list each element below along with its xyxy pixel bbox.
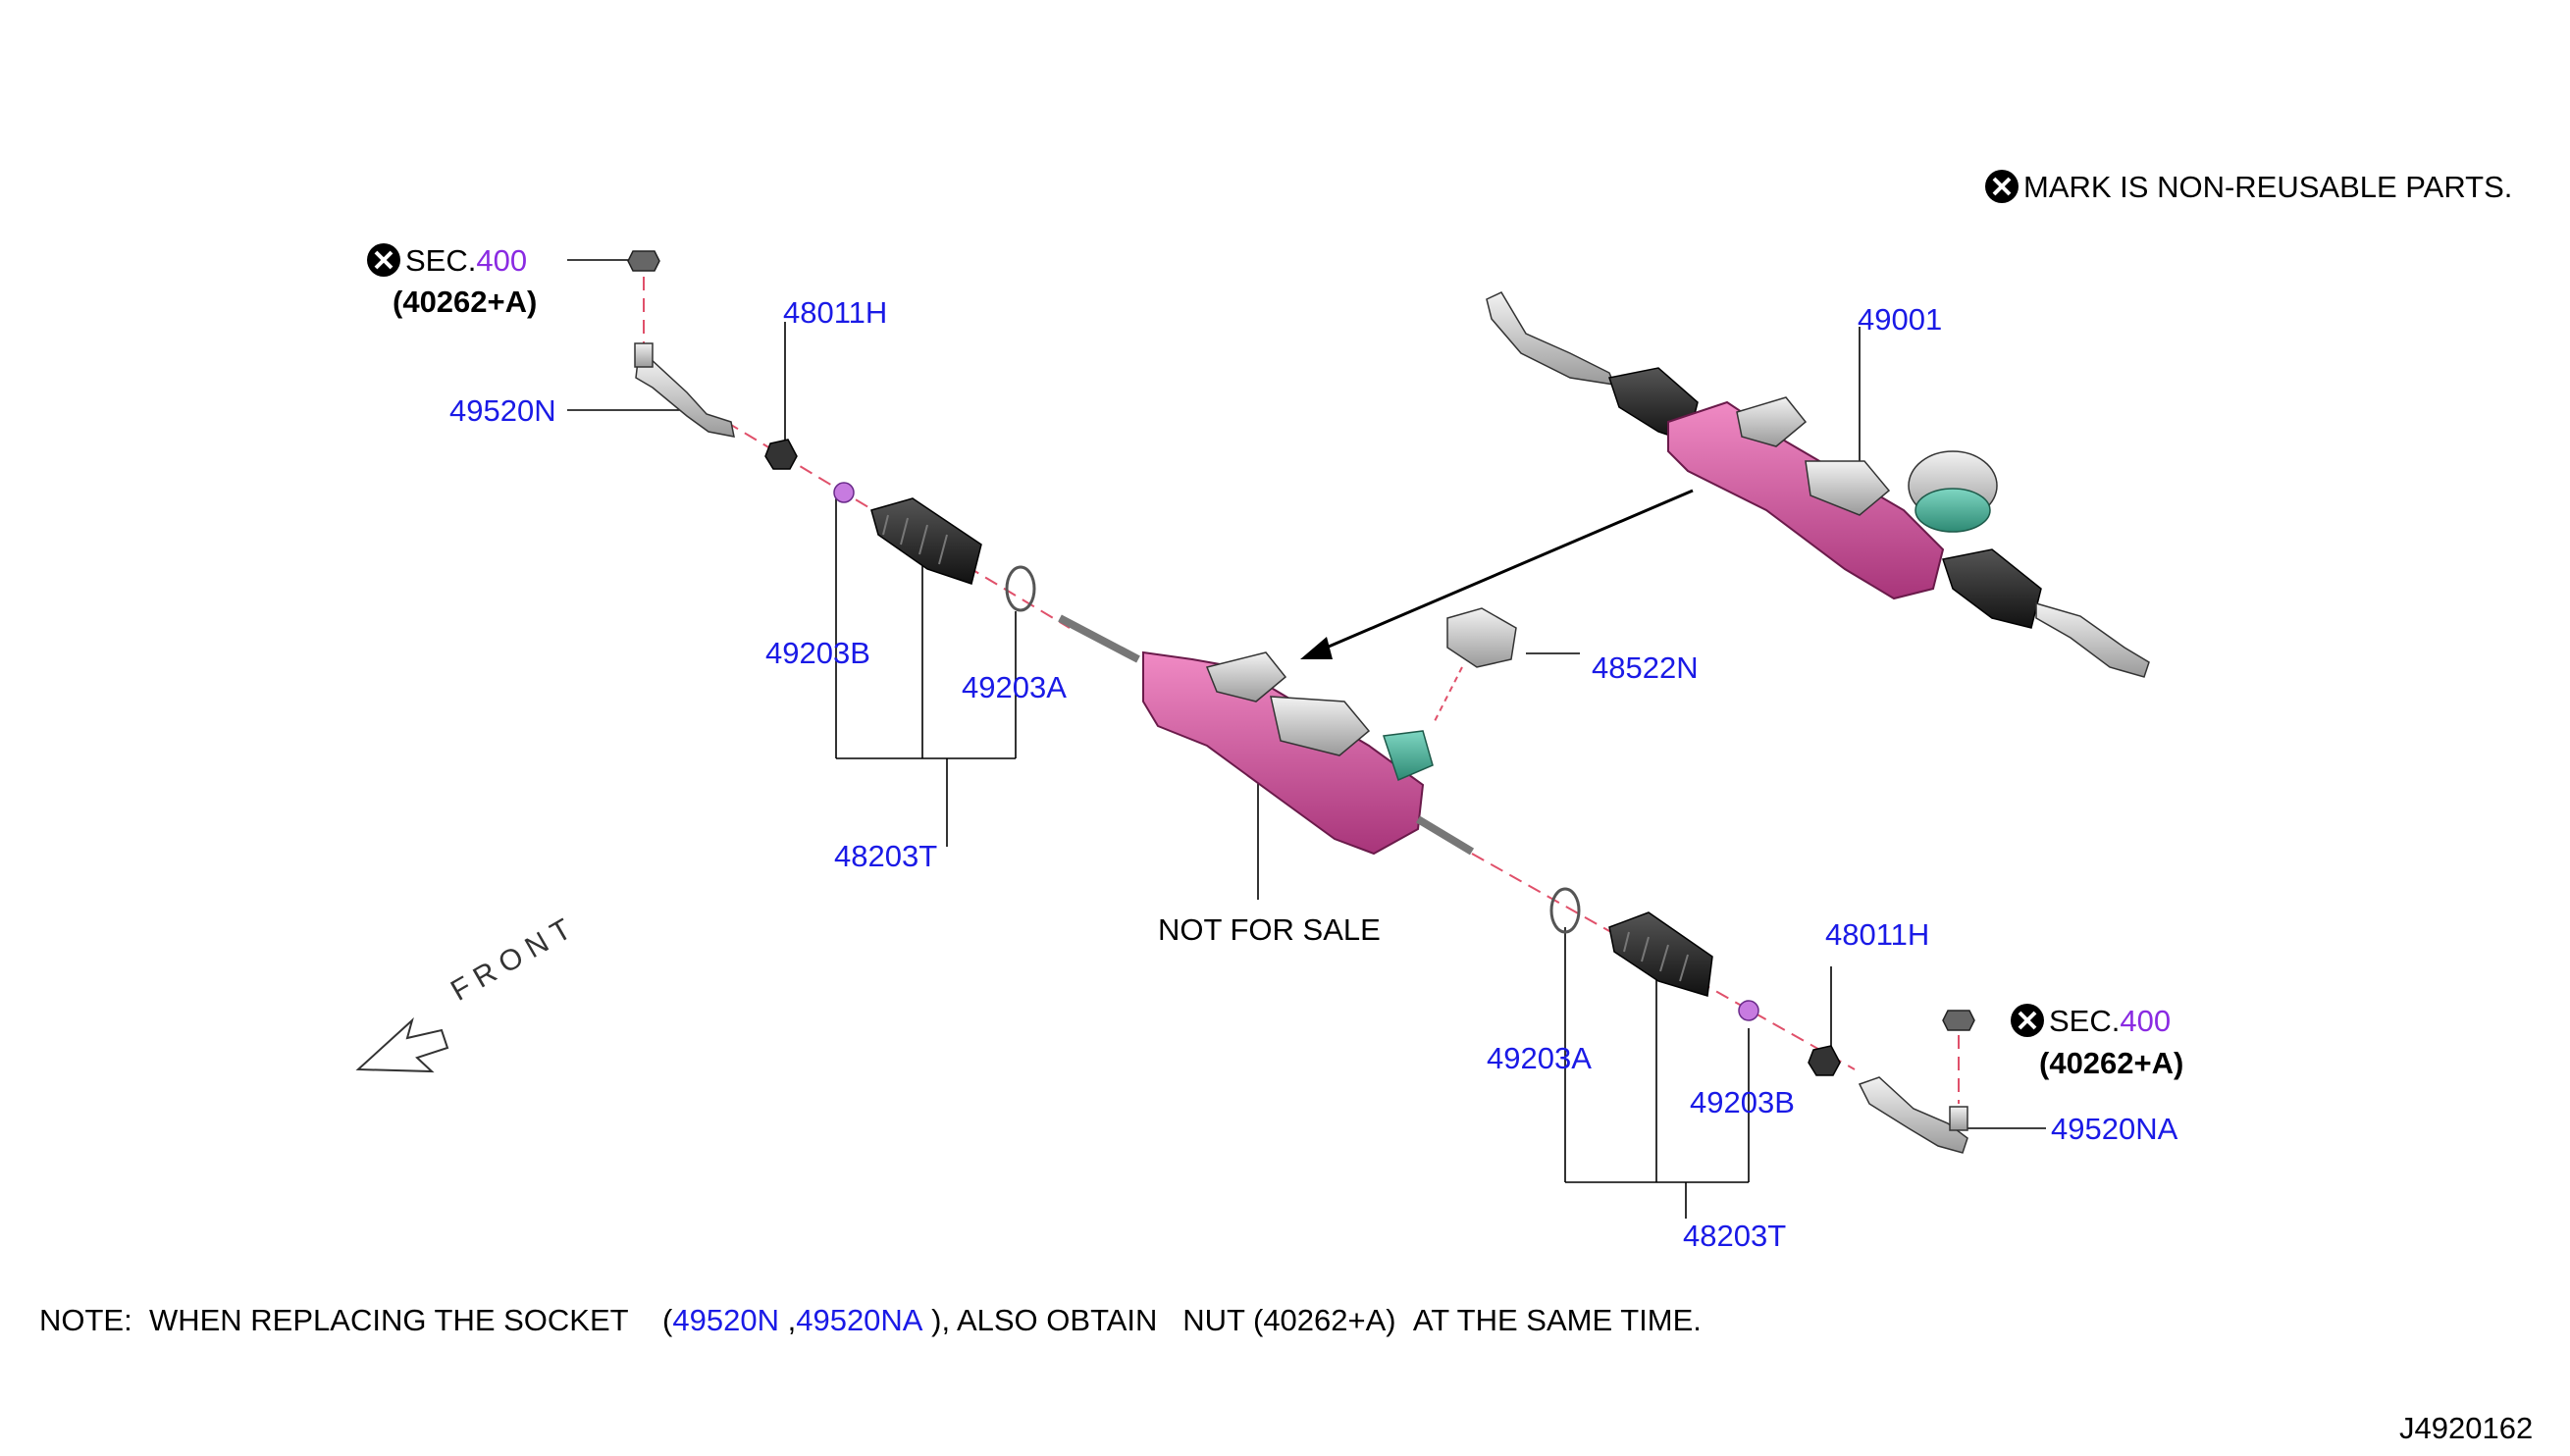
part-48203T-right[interactable]: 48203T (1683, 1219, 1787, 1253)
part-49520NA[interactable]: 49520NA (2051, 1112, 2178, 1146)
non-reusable-icon-header (1985, 170, 2019, 203)
section-number: 400 (476, 243, 528, 278)
note-line: NOTE: WHEN REPLACING THE SOCKET (49520N … (39, 1305, 1702, 1335)
section-number: 400 (2120, 1004, 2172, 1038)
note-text-4: AT THE SAME TIME. (1412, 1303, 1702, 1337)
leader-lines (567, 259, 2046, 1219)
note-open-paren: ( (662, 1303, 673, 1337)
nut-part-left: (40262+A) (393, 285, 538, 319)
part-49203B-left[interactable]: 49203B (765, 636, 870, 670)
clip-right (1738, 1000, 1759, 1021)
steering-rack-center (1058, 614, 1475, 856)
non-reusable-icon-left (367, 243, 400, 277)
sensor (1434, 607, 1517, 722)
part-49203B-right[interactable]: 49203B (1690, 1085, 1795, 1119)
note-text-3: NUT (40262+A) (1182, 1303, 1396, 1337)
tie-rod-end-left (634, 342, 735, 438)
part-48011H-left[interactable]: 48011H (783, 295, 888, 330)
note-comma: , (787, 1303, 797, 1337)
note-part-49520N[interactable]: 49520N (672, 1303, 779, 1337)
note-text-2: ), ALSO OBTAIN (931, 1303, 1158, 1337)
nut-left (627, 250, 660, 272)
part-49520N[interactable]: 49520N (449, 393, 556, 428)
note-part-49520NA[interactable]: 49520NA (796, 1303, 923, 1337)
boot-left (870, 497, 982, 585)
part-48203T-left[interactable]: 48203T (834, 839, 938, 873)
not-for-sale-label: NOT FOR SALE (1158, 912, 1381, 947)
clip-left (833, 482, 855, 503)
mark-note: MARK IS NON-REUSABLE PARTS. (2023, 170, 2513, 204)
tie-rod-end-right (1858, 1076, 1968, 1154)
part-49001[interactable]: 49001 (1858, 302, 1943, 337)
direction-arrow (1300, 489, 1694, 659)
steering-gear-assembly (1486, 291, 2150, 678)
boot-right (1608, 911, 1713, 997)
note-text-1: WHEN REPLACING THE SOCKET (148, 1303, 629, 1337)
lock-nut-left (764, 439, 798, 470)
assembly-axis-lines (643, 277, 1960, 1104)
section-prefix: SEC. (405, 243, 477, 278)
part-49203A-left[interactable]: 49203A (962, 670, 1067, 704)
section-ref-left[interactable]: SEC.400 (405, 245, 527, 276)
note-prefix: NOTE: (39, 1303, 132, 1337)
part-48522N[interactable]: 48522N (1592, 650, 1699, 685)
front-arrow-icon (355, 1016, 449, 1073)
section-prefix: SEC. (2049, 1004, 2121, 1038)
diagram-id: J4920162 (2399, 1411, 2534, 1445)
lock-nut-right (1808, 1045, 1841, 1076)
part-49203A-right[interactable]: 49203A (1487, 1041, 1592, 1075)
nut-right (1942, 1010, 1975, 1031)
non-reusable-icon-right (2011, 1004, 2044, 1037)
band-left (1005, 565, 1036, 612)
part-48011H-right[interactable]: 48011H (1825, 917, 1930, 952)
nut-part-right: (40262+A) (2039, 1046, 2184, 1080)
section-ref-right[interactable]: SEC.400 (2049, 1006, 2171, 1036)
band-right (1549, 887, 1581, 934)
